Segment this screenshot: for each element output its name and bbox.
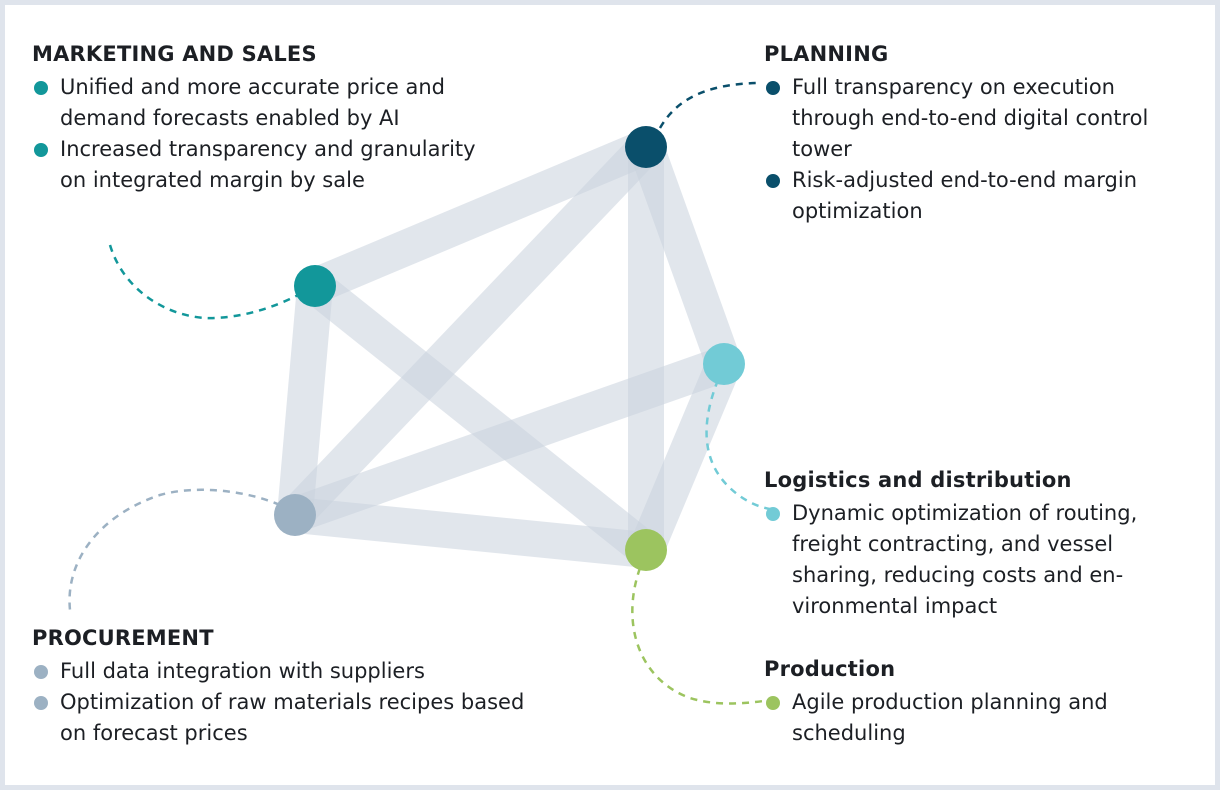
planning-section: PLANNING Full transparency on execution … (764, 40, 1204, 227)
procurement-bullets: Full data integration with suppliers Opt… (32, 656, 532, 749)
bullet-dot-icon (766, 174, 780, 188)
logistics-bullet: Dynamic optimization of routing, freight… (764, 498, 1204, 622)
logistics-title: Logistics and distribution (764, 468, 1072, 492)
bullet-dot-icon (766, 696, 780, 710)
logistics-bullets: Dynamic optimization of routing, freight… (764, 498, 1204, 622)
bullet-text: Optimization of raw materials recipes ba… (60, 690, 525, 745)
connector-marketing (108, 244, 305, 320)
production-section: Production Agile production planning and… (764, 655, 1204, 749)
bullet-text: Dynamic optimization of routing, freight… (792, 501, 1138, 618)
connectors-layer (68, 81, 777, 705)
edge-logistics-production (629, 357, 741, 557)
bullet-dot-icon (34, 143, 48, 157)
procurement-title: PROCUREMENT (32, 626, 214, 650)
bullet-text: Agile production planning and scheduling (792, 690, 1108, 745)
edge-logistics-procurement (289, 347, 730, 532)
node-production (625, 529, 667, 571)
edges-layer (277, 130, 741, 568)
bullet-dot-icon (766, 81, 780, 95)
node-logistics (703, 343, 745, 385)
edge-planning-procurement (281, 134, 660, 528)
node-marketing (294, 265, 336, 307)
edge-marketing-production (303, 271, 658, 565)
planning-bullets: Full transparency on execution through e… (764, 72, 1204, 227)
nodes-layer (274, 126, 745, 571)
logistics-section: Logistics and distribution Dynamic optim… (764, 466, 1204, 622)
bullet-text: Full transparency on execution through e… (792, 75, 1149, 161)
marketing-bullet: Unified and more accurate price and dema… (32, 72, 502, 134)
edge-procurement-production (293, 497, 648, 568)
production-title: Production (764, 657, 896, 681)
procurement-section: PROCUREMENT Full data integration with s… (32, 624, 532, 749)
edge-marketing-procurement (277, 284, 333, 517)
planning-title: PLANNING (764, 42, 889, 66)
node-procurement (274, 494, 316, 536)
marketing-bullets: Unified and more accurate price and dema… (32, 72, 502, 196)
bullet-text: Unified and more accurate price and dema… (60, 75, 445, 130)
procurement-bullet: Optimization of raw materials recipes ba… (32, 687, 532, 749)
bullet-dot-icon (34, 665, 48, 679)
bullet-dot-icon (766, 507, 780, 521)
connector-production (631, 567, 771, 705)
bullet-text: Increased transparency and granularity o… (60, 137, 476, 192)
marketing-bullet: Increased transparency and granularity o… (32, 134, 502, 196)
production-bullets: Agile production planning and scheduling (764, 687, 1204, 749)
procurement-bullet: Full data integration with suppliers (32, 656, 532, 687)
connector-planning (658, 81, 759, 129)
planning-bullet: Full transparency on execution through e… (764, 72, 1204, 165)
bullet-text: Risk-adjusted end-to-end margin optimiza… (792, 168, 1138, 223)
edge-marketing-planning (308, 130, 653, 303)
marketing-section: MARKETING AND SALES Unified and more acc… (32, 40, 502, 196)
production-bullet: Agile production planning and scheduling (764, 687, 1204, 749)
node-planning (625, 126, 667, 168)
connector-logistics (705, 379, 777, 512)
edge-planning-logistics (629, 140, 741, 371)
planning-bullet: Risk-adjusted end-to-end margin optimiza… (764, 165, 1204, 227)
connector-procurement (68, 488, 281, 611)
bullet-dot-icon (34, 81, 48, 95)
marketing-title: MARKETING AND SALES (32, 42, 317, 66)
bullet-text: Full data integration with suppliers (60, 659, 425, 683)
bullet-dot-icon (34, 696, 48, 710)
